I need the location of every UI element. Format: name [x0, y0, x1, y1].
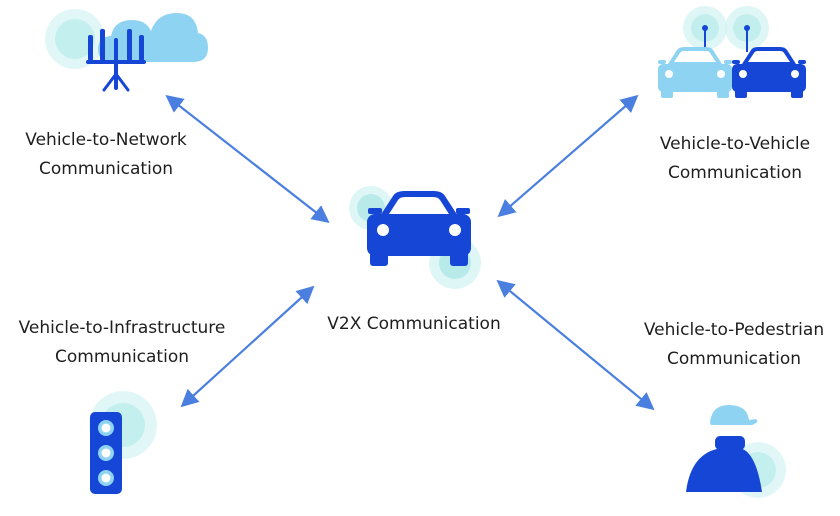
label-pedestrian-line1: Vehicle-to-Pedestrian [643, 320, 825, 340]
label-vehicle: Vehicle-to-Vehicle Communication [632, 130, 838, 188]
label-infrastructure-line2: Communication [55, 347, 189, 367]
cell-tower-cloud-icon [45, 9, 208, 92]
label-vehicle-line2: Communication [668, 163, 802, 183]
label-vehicle-line1: Vehicle-to-Vehicle [659, 134, 811, 154]
center-label: V2X Communication [327, 314, 501, 334]
label-network-line2: Communication [39, 159, 173, 179]
pedestrian-icon [686, 405, 786, 498]
car-icon [349, 186, 481, 289]
two-cars-icon [658, 6, 806, 98]
label-network-line1: Vehicle-to-Network [25, 130, 187, 150]
label-network: Vehicle-to-Network Communication [0, 126, 212, 184]
label-pedestrian: Vehicle-to-Pedestrian Communication [628, 316, 840, 374]
label-infrastructure: Vehicle-to-Infrastructure Communication [0, 314, 244, 372]
arrow-network [165, 94, 330, 224]
traffic-light-icon [89, 391, 157, 494]
label-infrastructure-line1: Vehicle-to-Infrastructure [18, 318, 226, 338]
label-pedestrian-line2: Communication [667, 349, 801, 369]
arrow-vehicle [497, 94, 639, 218]
arrow-infrastructure [180, 285, 315, 408]
arrow-pedestrian [496, 279, 655, 411]
